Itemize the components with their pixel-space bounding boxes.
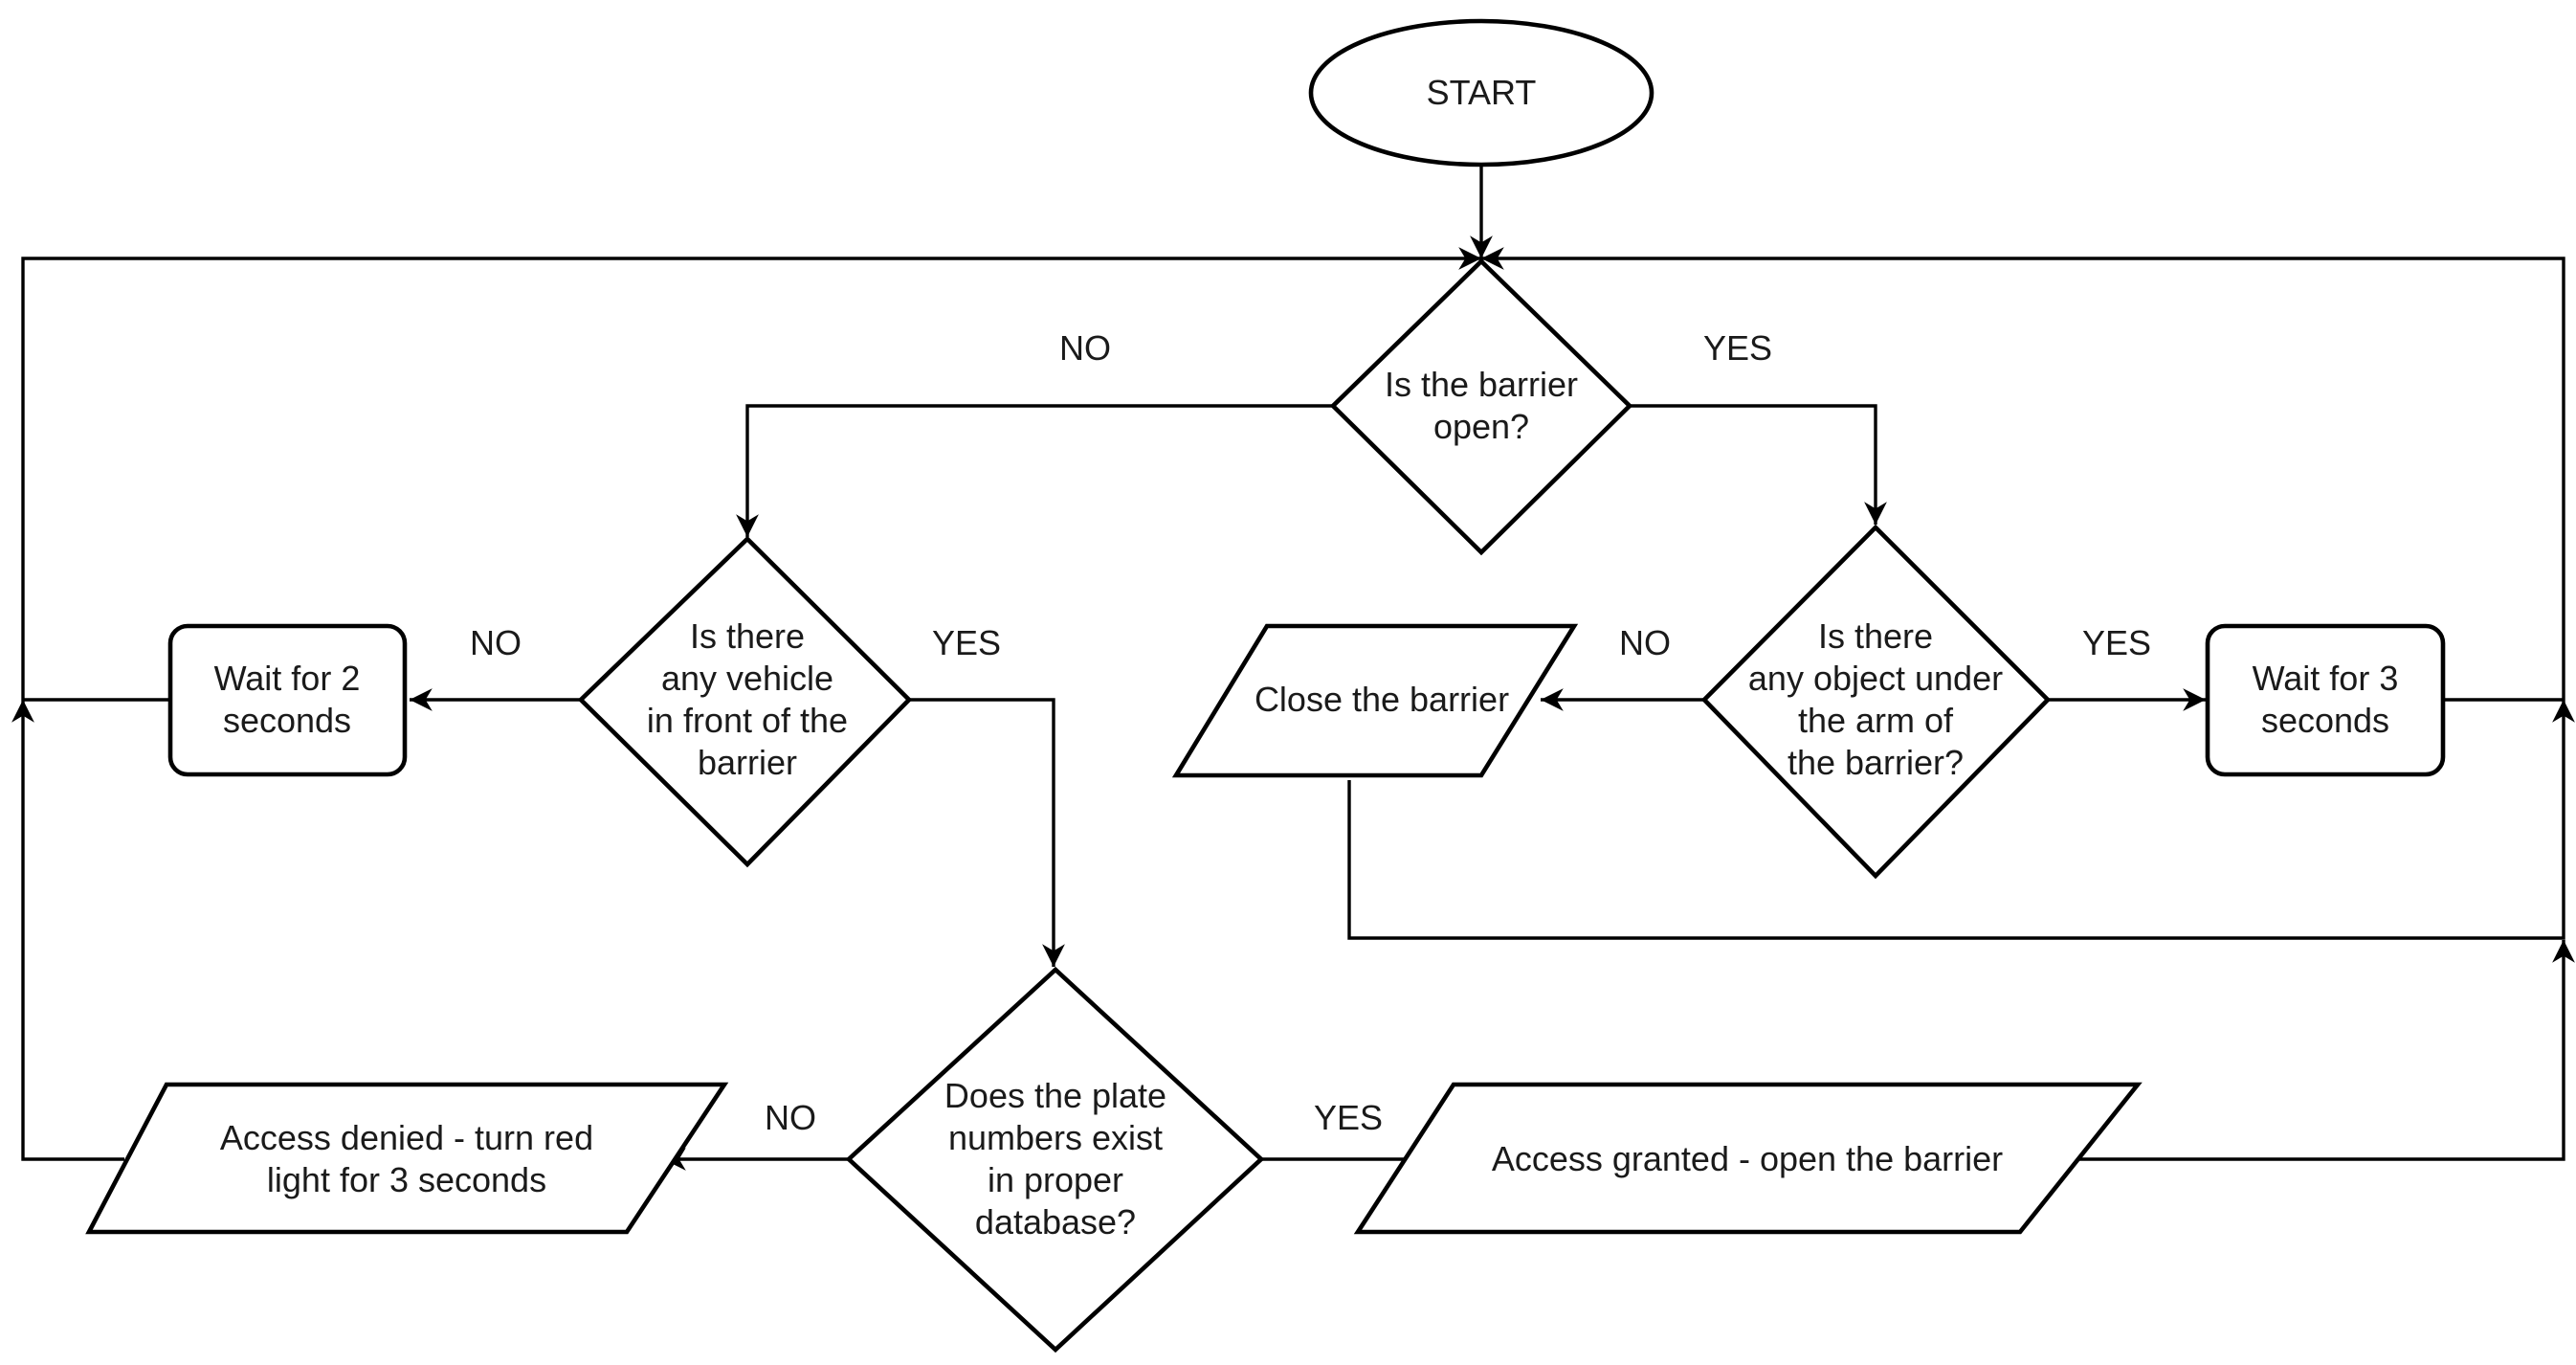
barrier-open-no-label: NO bbox=[1059, 328, 1111, 368]
node-label-line: Access granted - open the barrier bbox=[1492, 1139, 2003, 1178]
node-label-line: Access denied - turn red bbox=[220, 1118, 593, 1157]
node-label-line: any vehicle bbox=[661, 659, 833, 698]
edge-access-granted-to-right-loop bbox=[2051, 940, 2575, 1161]
node-label-line: database? bbox=[975, 1202, 1136, 1242]
edge-barrier-open-yes bbox=[1630, 404, 1887, 525]
edge-access-denied-to-left-loop bbox=[11, 700, 124, 1161]
node-label-line: Wait for 3 bbox=[2253, 659, 2399, 698]
node-label-line: Close the barrier bbox=[1255, 680, 1509, 719]
vehicle-no-label: NO bbox=[470, 623, 522, 662]
node-label-line: barrier bbox=[698, 743, 797, 782]
node-label-line: open? bbox=[1433, 407, 1529, 446]
start-node-label: START bbox=[1427, 73, 1537, 112]
node-label-line: Is there bbox=[1818, 616, 1933, 656]
vehicle-yes-label: YES bbox=[932, 623, 1001, 662]
edge-barrier-open-no bbox=[736, 404, 1333, 537]
node-label-line: light for 3 seconds bbox=[267, 1160, 546, 1199]
node-label-line: seconds bbox=[223, 701, 351, 740]
node-label-line: Wait for 2 bbox=[214, 659, 361, 698]
edge-left-loop-to-barrier-open bbox=[21, 247, 1481, 700]
object-yes-label: YES bbox=[2082, 623, 2151, 662]
access-granted-label: Access granted - open the barrier bbox=[1492, 1139, 2003, 1178]
node-label-line: the barrier? bbox=[1788, 743, 1964, 782]
node-label-line: in proper bbox=[988, 1160, 1123, 1199]
node-label-line: the arm of bbox=[1798, 701, 1954, 740]
plate-yes-label: YES bbox=[1314, 1098, 1383, 1137]
node-label-line: Is there bbox=[690, 616, 805, 656]
node-label-line: Is the barrier bbox=[1385, 365, 1578, 404]
edge-labels: NO YES NO YES NO YES NO YES bbox=[470, 328, 2151, 1137]
edge-close-barrier-to-right-loop bbox=[1347, 700, 2575, 940]
node-label-line: any object under bbox=[1748, 659, 2003, 698]
node-label-line: in front of the bbox=[647, 701, 848, 740]
node-label-line: seconds bbox=[2261, 701, 2389, 740]
plate-no-label: NO bbox=[765, 1098, 816, 1137]
close-barrier-data: Close the barrier bbox=[1171, 623, 1579, 778]
connectors bbox=[11, 167, 2575, 1171]
edge-right-loop-to-barrier-open bbox=[1481, 247, 2565, 700]
node-label-line: START bbox=[1427, 73, 1537, 112]
close-barrier-label: Close the barrier bbox=[1255, 680, 1509, 719]
node-label-line: Does the plate bbox=[944, 1076, 1166, 1115]
start-node: START bbox=[1308, 18, 1654, 168]
object-no-label: NO bbox=[1619, 623, 1671, 662]
node-label-line: numbers exist bbox=[948, 1118, 1163, 1157]
edge-vehicle-yes bbox=[909, 698, 1065, 967]
barrier-open-yes-label: YES bbox=[1703, 328, 1772, 368]
access-granted-data: Access granted - open the barrier bbox=[1353, 1082, 2143, 1235]
